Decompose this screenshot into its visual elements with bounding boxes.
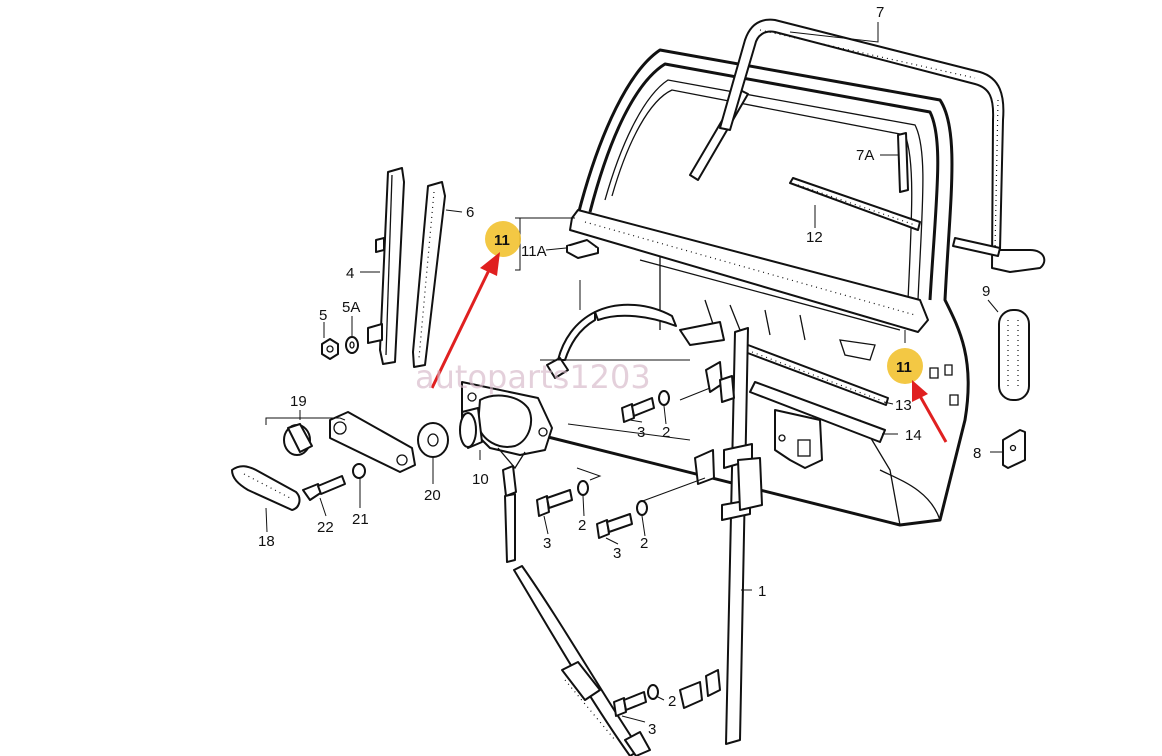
callout-5A: 5A [342, 299, 360, 316]
trim-clip [566, 239, 599, 259]
callout-2: 2 [578, 517, 586, 534]
handle-trim-strip [231, 465, 301, 511]
callout-19: 19 [290, 393, 307, 410]
door-sill-strip [569, 209, 929, 333]
callout-11-highlighted: 11 [896, 359, 912, 376]
callout-5: 5 [319, 307, 327, 324]
callout-2: 2 [640, 535, 648, 552]
callout-22: 22 [317, 519, 334, 536]
inner-belt-strip [789, 177, 921, 231]
door-frame [519, 48, 970, 527]
seal-pad [998, 309, 1030, 401]
rear-window-channel [367, 167, 405, 365]
callout-11A: 11A [521, 243, 547, 260]
window-regulator [502, 303, 823, 756]
pointer-arrow-right-shaft [918, 395, 948, 443]
window-run-channel [412, 181, 446, 368]
callout-1: 1 [758, 583, 766, 600]
callout-7: 7 [876, 4, 884, 21]
callout-8: 8 [973, 445, 981, 462]
callout-18: 18 [258, 533, 275, 550]
callout-9: 9 [982, 283, 990, 300]
regulator-motor [459, 381, 553, 470]
callout-7A: 7A [856, 147, 874, 164]
callout-3: 3 [543, 535, 551, 552]
pointer-arrow-left-head [480, 252, 500, 276]
crank-washer [417, 422, 449, 458]
callout-6: 6 [466, 204, 474, 221]
crank-screw [302, 463, 366, 501]
trim-strip [749, 381, 886, 443]
callout-3: 3 [613, 545, 621, 562]
callout-21: 21 [352, 511, 369, 528]
leader-lines [265, 22, 1003, 723]
callout-14: 14 [905, 427, 922, 444]
glass-guide-strip [689, 89, 909, 193]
callout-20: 20 [424, 487, 441, 504]
callout-12: 12 [806, 229, 823, 246]
callout-11-highlighted: 11 [494, 232, 510, 249]
highlight-circle-11-right [887, 348, 923, 384]
callout-3: 3 [648, 721, 656, 738]
watermark-text: autoparts1203 [415, 358, 651, 396]
callout-labels: 1 2 2 2 2 3 3 3 3 4 5 5A 6 7 7A 8 9 10 1… [258, 4, 990, 738]
nut-and-washer [321, 336, 359, 360]
callout-2: 2 [662, 424, 670, 441]
pointer-arrow-right-head [912, 380, 928, 402]
door-weatherstrip [719, 18, 1046, 273]
highlighted-callouts: 11 11 [430, 221, 948, 443]
callout-2: 2 [668, 693, 676, 710]
mounting-bracket [1002, 429, 1026, 469]
pointer-arrow-left-shaft [430, 267, 492, 389]
highlight-circle-11-left [485, 221, 521, 257]
window-crank-handle [283, 411, 416, 473]
callout-3: 3 [637, 424, 645, 441]
callout-10: 10 [472, 471, 489, 488]
callout-4: 4 [346, 265, 354, 282]
callout-13: 13 [895, 397, 912, 414]
